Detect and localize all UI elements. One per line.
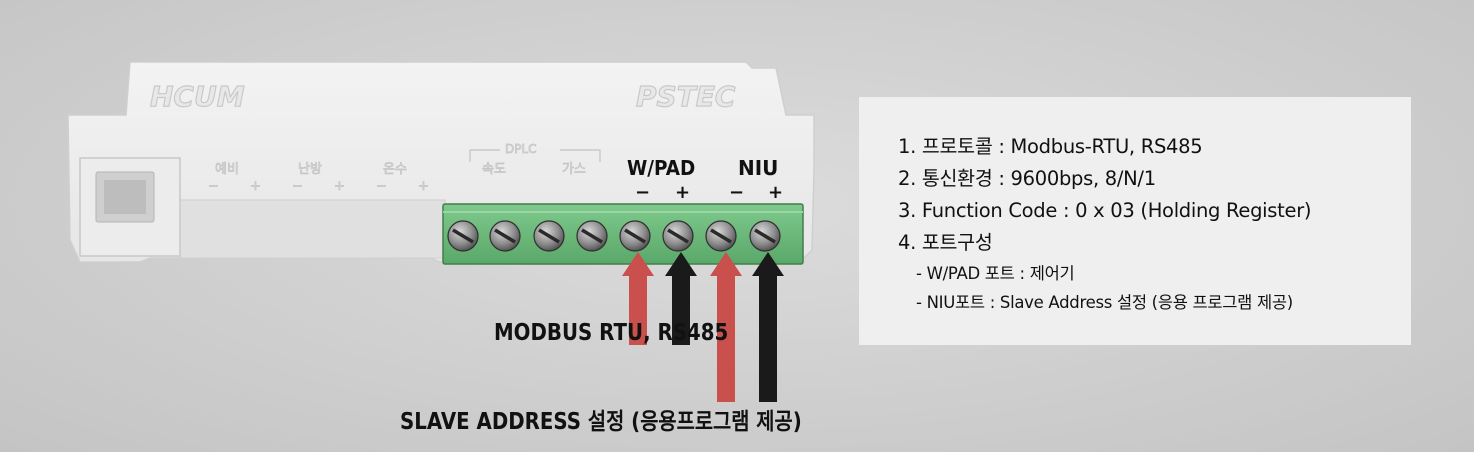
black-arrow-wpad-plus [665, 252, 697, 345]
terminal-screw [705, 220, 737, 252]
port-polarity-plus: + [768, 182, 783, 203]
housing-lower-strip [179, 199, 446, 259]
port-polarity-plus: + [675, 182, 690, 203]
spec-panel: 1. 프로토콜 : Modbus-RTU, RS485 2. 통신환경 : 96… [859, 97, 1411, 345]
terminal-polarity-plus: + [250, 179, 261, 194]
black-arrow-niu-plus [752, 252, 784, 402]
dplc-gas-label: 가스 [562, 162, 586, 177]
dplc-bracket [469, 149, 601, 162]
terminal-screw [576, 220, 608, 252]
spec-port-config: 4. 포트구성 [898, 231, 993, 254]
terminal-screws [447, 220, 781, 252]
brand-pstec: PSTEC [636, 80, 736, 113]
spec-comm-settings: 2. 통신환경 : 9600bps, 8/N/1 [898, 167, 1156, 190]
terminal-label-reserve: 예비 [215, 162, 239, 177]
callout-arrows [622, 252, 784, 402]
terminal-screw [533, 220, 565, 252]
terminal-group-labels: 예비 난방 온수 − + − + − + DPLC 속도 가스 [208, 142, 587, 195]
terminal-screw [619, 220, 651, 252]
terminal-screw [489, 220, 521, 252]
port-label-wpad: W/PAD [627, 156, 695, 180]
dplc-label: DPLC [505, 142, 537, 156]
red-arrow-wpad-minus [622, 252, 654, 345]
terminal-screw [662, 220, 694, 252]
red-arrow-niu-minus [710, 252, 742, 402]
spec-protocol: 1. 프로토콜 : Modbus-RTU, RS485 [898, 135, 1203, 158]
dplc-speed-label: 속도 [482, 162, 506, 177]
spec-function-code: 3. Function Code : 0 x 03 (Holding Regis… [898, 199, 1312, 222]
port-polarity-minus: − [729, 182, 744, 203]
port-label-niu: NIU [738, 156, 778, 180]
terminal-polarity-plus: + [334, 179, 345, 194]
callout-slave-address-label: SLAVE ADDRESS 설정 (응용프로그램 제공) [400, 409, 802, 435]
spec-port-niu: - NIU포트 : Slave Address 설정 (응용 프로그램 제공) [916, 293, 1293, 312]
terminal-label-heating: 난방 [298, 162, 322, 177]
terminal-screw [447, 220, 479, 252]
port-polarity-minus: − [635, 182, 650, 203]
terminal-polarity-minus: − [292, 179, 303, 194]
brand-hcum: HCUM [150, 80, 245, 113]
spec-port-wpad: - W/PAD 포트 : 제어기 [916, 264, 1075, 283]
terminal-label-hotwater: 온수 [383, 162, 407, 177]
terminal-polarity-minus: − [208, 179, 219, 194]
callout-modbus-label: MODBUS RTU, RS485 [494, 320, 729, 346]
terminal-polarity-minus: − [376, 179, 387, 194]
terminal-polarity-plus: + [418, 179, 429, 194]
terminal-screw [749, 220, 781, 252]
